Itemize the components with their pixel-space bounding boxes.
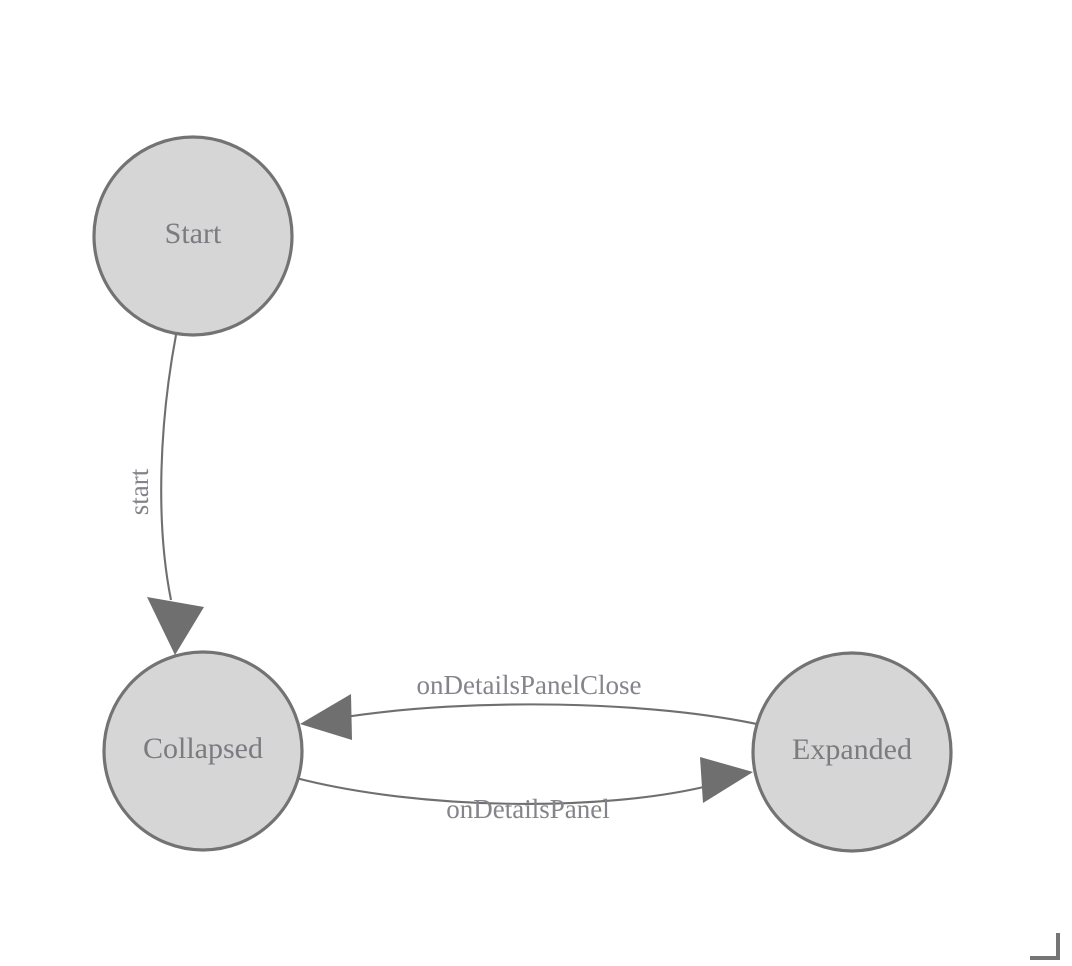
node-collapsed-circle[interactable] [102, 650, 304, 852]
node-expanded-label: Expanded [792, 733, 912, 766]
edge-collapsed-to-expanded-arrowhead [700, 757, 753, 803]
resize-corner-mark-vertical [1056, 933, 1060, 960]
edge-label-on-details-panel-close: onDetailsPanelClose [417, 670, 642, 700]
node-expanded-circle[interactable] [751, 651, 953, 853]
edge-start-to-collapsed: start [124, 334, 204, 655]
edge-label-on-details-panel: onDetailsPanel [446, 794, 609, 824]
node-start-label: Start [165, 217, 222, 250]
edge-collapsed-to-expanded: onDetailsPanel [295, 757, 753, 824]
node-collapsed-label: Collapsed [143, 732, 263, 765]
edge-expanded-to-collapsed: onDetailsPanelClose [300, 670, 767, 740]
edge-start-to-collapsed-arrowhead [147, 597, 204, 655]
node-start-circle[interactable] [92, 135, 294, 337]
edge-expanded-to-collapsed-arrowhead [300, 694, 352, 740]
edge-label-start: start [124, 468, 154, 515]
resize-corner-mark-horizontal [1030, 956, 1060, 960]
resize-corner-mark[interactable] [1030, 933, 1060, 960]
node-expanded[interactable]: Expanded [751, 651, 953, 853]
edge-collapsed-to-expanded-path [295, 776, 709, 805]
edge-expanded-to-collapsed-path [344, 703, 767, 728]
edge-start-to-collapsed-path [160, 334, 178, 601]
node-start[interactable]: Start [92, 135, 294, 337]
node-collapsed[interactable]: Collapsed [102, 650, 304, 852]
